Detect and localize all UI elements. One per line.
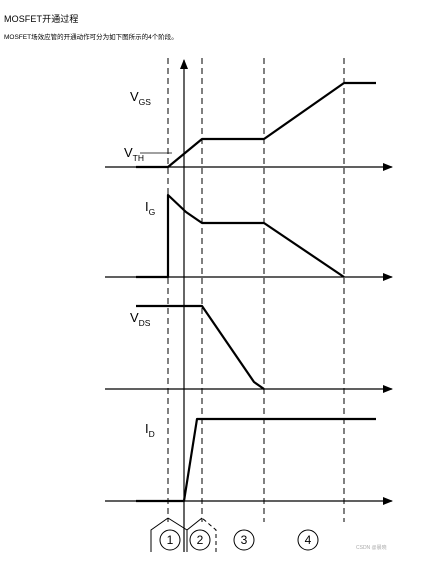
stage-4-circle <box>297 529 319 551</box>
stage-1-label: 1 <box>167 533 174 547</box>
vth-label: VTH <box>124 145 144 163</box>
stage-4-label: 4 <box>305 533 312 547</box>
ig-waveform <box>136 193 345 279</box>
stage-2-circle <box>189 529 211 551</box>
vds-waveform <box>136 304 265 390</box>
id-waveform <box>136 417 376 503</box>
vds-label: VDS <box>130 310 151 328</box>
page-title: MOSFET开通过程 <box>4 14 79 24</box>
stage-3-circle <box>233 529 255 551</box>
stage-bracket <box>150 517 217 552</box>
stage-1-circle <box>159 529 181 551</box>
horizontal-axes <box>105 163 393 505</box>
vgs-waveform <box>136 81 376 169</box>
ig-label: IG <box>145 199 155 217</box>
vgs-label: VGS <box>130 89 151 107</box>
page-subtitle: MOSFET场效应管的开通动作可分为如下图所示的4个阶段。 <box>4 34 178 41</box>
id-label: ID <box>145 421 155 439</box>
stage-3-label: 3 <box>241 533 248 547</box>
stage-boundaries <box>167 58 345 522</box>
stage-2-label: 2 <box>197 533 204 547</box>
watermark: CSDN @晨晓 <box>356 545 387 551</box>
